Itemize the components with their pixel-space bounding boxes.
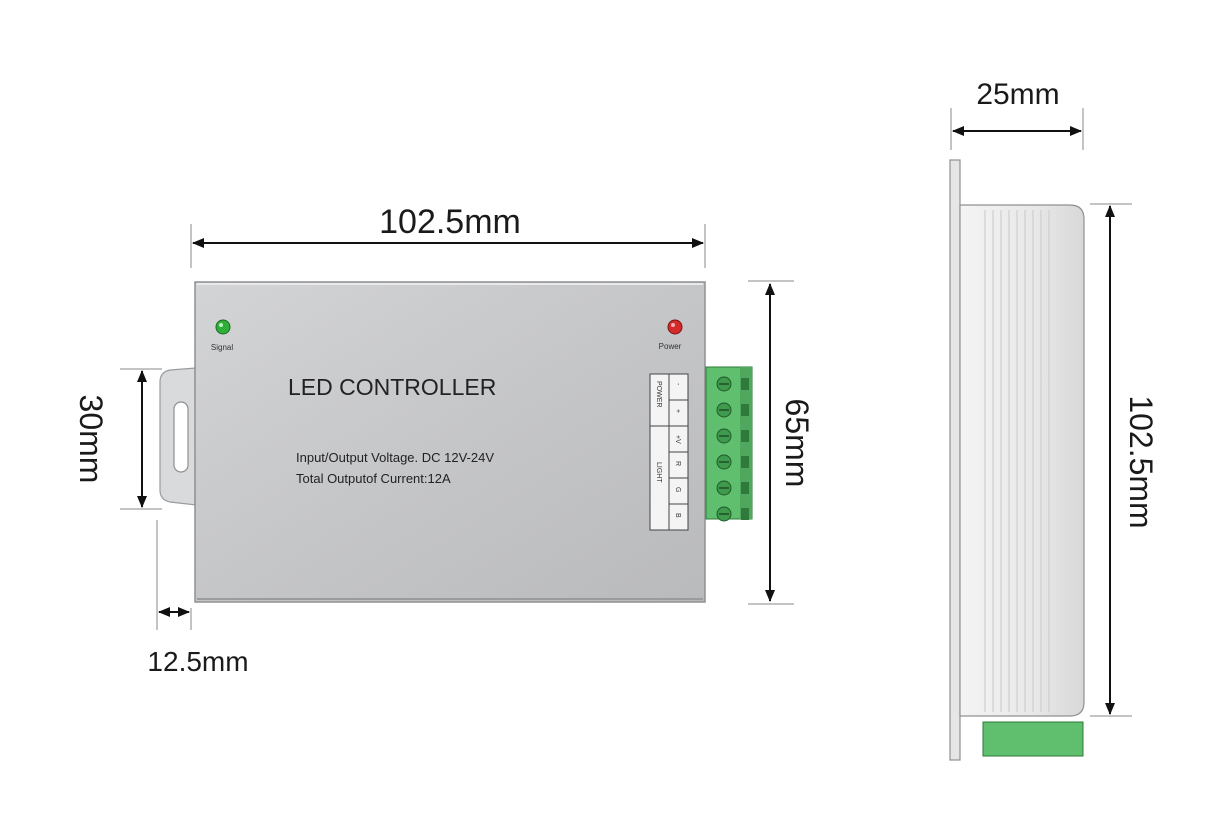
side-length-label: 102.5mm [1123, 395, 1159, 528]
signal-led [215, 319, 231, 335]
side-cooling-ribs [984, 210, 1050, 712]
terminal-label-panel: POWER LIGHT - + +V R G B [649, 373, 689, 531]
terminal-tab [741, 482, 749, 494]
dimension-bracket-offset: 12.5mm [147, 520, 249, 677]
terminal-group-power: POWER [655, 381, 662, 407]
dimension-bracket-height: 30mm [73, 368, 162, 510]
front-view: Signal Power LED CONTROLLER Input/Output… [159, 281, 753, 603]
power-led-label: Power [659, 342, 682, 351]
terminal-label: B [674, 513, 681, 518]
bracket-offset-label: 12.5mm [147, 646, 248, 677]
dimension-front-height: 65mm [748, 280, 815, 605]
signal-led-label: Signal [211, 343, 233, 352]
dimension-front-width: 102.5mm [190, 203, 706, 268]
terminal-label: +V [674, 435, 681, 444]
front-height-label: 65mm [779, 399, 815, 488]
side-depth-label: 25mm [976, 78, 1059, 111]
terminal-tab [741, 378, 749, 390]
terminal-label: R [674, 461, 681, 466]
spec-voltage: Input/Output Voltage. DC 12V-24V [296, 450, 494, 465]
terminal-tab [741, 456, 749, 468]
bracket-height-label: 30mm [73, 395, 109, 484]
terminal-label: G [674, 487, 681, 492]
terminal-label: - [674, 383, 681, 386]
front-width-label: 102.5mm [379, 203, 521, 241]
side-view [949, 159, 1085, 761]
spec-current: Total Outputof Current:12A [296, 471, 451, 486]
terminal-block [705, 366, 753, 522]
terminal-tab [741, 404, 749, 416]
dimension-side-depth: 25mm [950, 78, 1084, 150]
controller-housing [194, 281, 706, 603]
terminal-label: + [674, 409, 681, 413]
terminal-tab [741, 430, 749, 442]
power-led [667, 319, 683, 335]
terminal-tab [741, 508, 749, 520]
device-title: LED CONTROLLER [288, 374, 496, 400]
dimension-side-length: 102.5mm [1090, 203, 1159, 717]
side-terminal-block [982, 721, 1084, 757]
mounting-bracket [159, 367, 197, 506]
terminal-group-light: LIGHT [655, 462, 662, 483]
